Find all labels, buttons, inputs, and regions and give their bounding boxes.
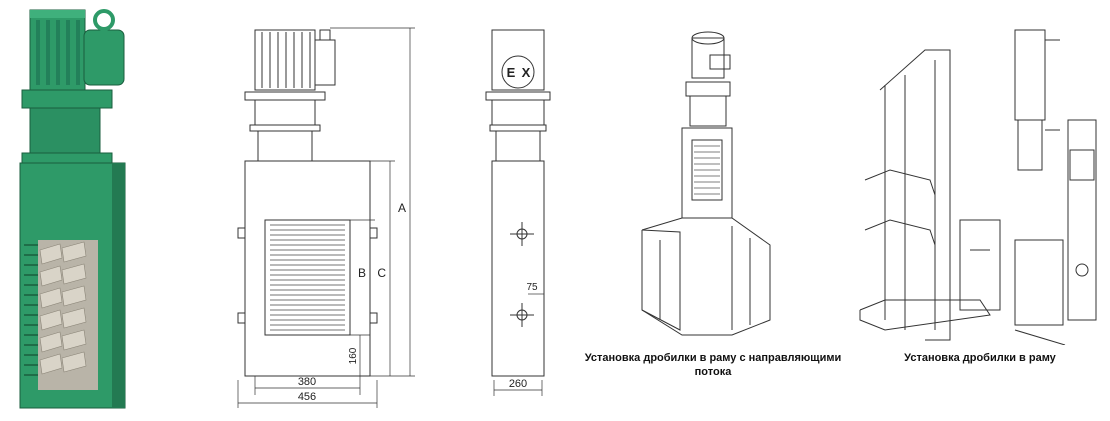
side-frame	[491, 160, 545, 377]
motor-housing	[29, 9, 125, 91]
installation-with-guides-drawing	[641, 31, 771, 336]
side-elevation-drawing: E X 75 260	[485, 29, 551, 396]
cutter-frame	[244, 160, 371, 377]
dimension-260: 260	[509, 378, 527, 390]
dimension-a: A	[398, 201, 406, 215]
cutter-stack	[270, 224, 345, 331]
screen-grid	[24, 244, 38, 376]
caption-frame: Установка дробилки в раму	[904, 352, 1056, 364]
grinder-photo	[19, 9, 126, 409]
motor-outline	[254, 29, 316, 91]
guide-motor	[691, 37, 725, 79]
ex-plate	[501, 55, 535, 89]
ex-letter-x: X	[522, 65, 531, 80]
dimension-lines	[237, 27, 415, 408]
dimension-b: B	[358, 266, 366, 280]
dimension-75: 75	[526, 282, 538, 293]
frame-installation-drawing	[859, 29, 1097, 345]
gearbox	[21, 89, 113, 164]
dimension-380: 380	[298, 376, 316, 388]
ex-letter-e: E	[507, 65, 516, 80]
cutter-body	[19, 162, 126, 409]
dimension-160: 160	[348, 347, 359, 364]
frame-post-top	[1014, 29, 1046, 121]
ex-motor-outline	[491, 29, 545, 91]
frame-grinder-side	[1014, 239, 1064, 326]
caption-frame-with-guides: Установка дробилки в раму с направляющим…	[584, 352, 842, 378]
guide-teeth	[694, 145, 720, 195]
dimension-456: 456	[298, 391, 316, 403]
dimension-c: C	[377, 266, 386, 280]
guide-cutter-body	[681, 127, 733, 219]
cutter-teeth	[39, 241, 87, 375]
front-elevation-drawing: A C B 160 380 456	[237, 27, 415, 408]
